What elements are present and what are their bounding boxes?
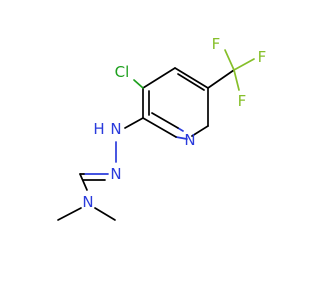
atom-hydrazone-nitrogen: N [110, 165, 121, 183]
atom-fluorine-3: F [238, 92, 247, 110]
trifluoromethyl-group [207, 49, 255, 91]
atom-labels: Cl F F F N H N N N [82, 35, 266, 211]
ring-bond-c4-c5-inner [177, 73, 205, 91]
bond-ring-nh [124, 117, 144, 129]
atom-amine-nitrogen: N [82, 193, 93, 211]
bond-c-f2 [233, 58, 255, 71]
ring-bond-n-c2 [175, 136, 188, 140]
bond-ring-cf3 [207, 69, 235, 89]
ring-bond-c-n-inner [151, 112, 179, 129]
structure-diagram: Cl F F F N H N N N [57, 35, 266, 221]
pyridine-ring [142, 67, 209, 140]
bond-ch-namine [79, 173, 88, 191]
atom-chlorine: Cl [115, 63, 130, 81]
bond-n-methyl1 [57, 207, 82, 221]
bond-c-f1 [224, 49, 235, 71]
ring-bond-n-inner [177, 127, 184, 132]
atom-nh-nitrogen: N [110, 120, 121, 138]
ring-bond-c3-c4 [142, 67, 176, 89]
atom-nh-hydrogen: H [93, 120, 104, 138]
atom-ring-nitrogen: N [184, 131, 195, 149]
bond-c-cl [133, 79, 144, 89]
bond-c-f3 [233, 69, 240, 91]
ring-bond-c6-n [191, 125, 209, 137]
molecule-canvas: Cl F F F N H N N N [57, 35, 266, 221]
bond-n-methyl2 [94, 207, 116, 221]
atom-fluorine-1: F [212, 35, 221, 53]
ring-bond-c4-c5 [174, 67, 209, 89]
atom-fluorine-2: F [258, 48, 267, 66]
ring-bond-n-c2-b [142, 117, 177, 138]
